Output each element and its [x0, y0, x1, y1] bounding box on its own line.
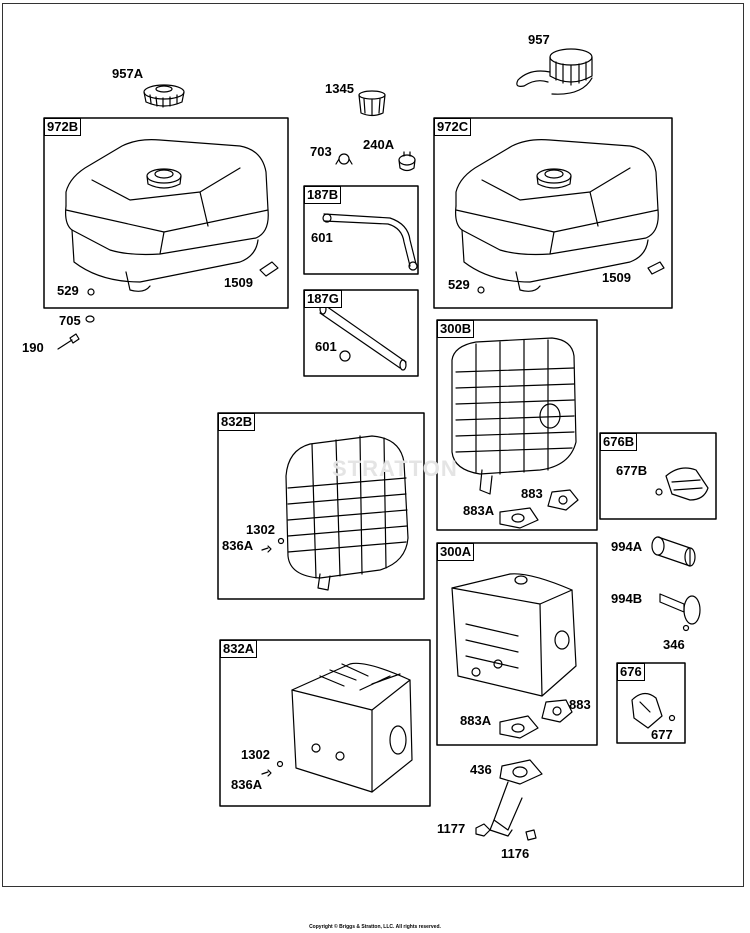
part-label-1345: 1345 [325, 81, 354, 96]
group-label-300B: 300B [437, 320, 475, 338]
nut-1176-drawing [525, 829, 537, 841]
part-label-957: 957 [528, 32, 550, 47]
part-label-1302-832B: 1302 [246, 522, 275, 537]
fuel-cap-957A-drawing [143, 84, 185, 108]
diagram-frame [2, 3, 744, 887]
fuel-line-187G-drawing [319, 303, 407, 371]
part-label-529-972B: 529 [57, 283, 79, 298]
group-frame-676B [599, 432, 717, 520]
group-label-187B: 187B [304, 186, 342, 204]
group-label-300A: 300A [437, 543, 475, 561]
part-label-883A-300B: 883A [463, 503, 495, 518]
group-label-972B: 972B [44, 118, 82, 136]
nut-1177-drawing [475, 823, 491, 837]
gasket-883A-300A-drawing [499, 715, 539, 739]
valve-240A-drawing [398, 151, 416, 172]
part-label-346: 346 [663, 637, 685, 652]
group-frame-300A [436, 542, 598, 746]
part-label-529-972C: 529 [448, 277, 470, 292]
group-label-972C: 972C [434, 118, 472, 136]
group-label-676: 676 [617, 663, 645, 681]
part-label-601-187G: 601 [315, 339, 337, 354]
watermark: STRATTON [332, 456, 458, 481]
part-label-836A-832A: 836A [231, 777, 263, 792]
part-label-1176: 1176 [501, 846, 530, 861]
part-label-1509-972C: 1509 [602, 270, 631, 285]
fuel-tank-972C-drawing [455, 139, 665, 294]
part-label-677B: 677B [616, 463, 648, 478]
part-label-1302-832A: 1302 [241, 747, 270, 762]
part-label-1177: 1177 [437, 821, 466, 836]
fuel-cap-957-drawing [516, 48, 593, 95]
part-label-994B: 994B [611, 591, 643, 606]
group-frame-832A [219, 639, 431, 807]
fuel-filter-1345-drawing [358, 90, 386, 117]
part-label-957A: 957A [112, 66, 144, 81]
part-label-883-300B: 883 [521, 486, 543, 501]
gasket-883-300A-drawing [541, 699, 573, 723]
part-label-883-300A: 883 [569, 697, 591, 712]
part-label-190: 190 [22, 340, 44, 355]
group-frame-187B [303, 185, 419, 275]
copyright-notice: Copyright © Briggs & Stratton, LLC. All … [309, 924, 441, 930]
clamp-703-drawing [335, 153, 353, 165]
part-label-836A-832B: 836A [222, 538, 254, 553]
part-label-994A: 994A [611, 539, 643, 554]
group-label-832A: 832A [220, 640, 258, 658]
bolt-190-drawing [57, 333, 80, 350]
part-label-240A: 240A [363, 137, 395, 152]
part-label-705: 705 [59, 313, 81, 328]
group-frame-676 [616, 662, 686, 744]
group-label-676B: 676B [600, 433, 638, 451]
gasket-883-300B-drawing [547, 489, 579, 511]
group-frames [43, 117, 717, 807]
part-label-703: 703 [310, 144, 332, 159]
part-label-677: 677 [651, 727, 673, 742]
gasket-883A-300B-drawing [499, 507, 539, 529]
part-label-1509-972B: 1509 [224, 275, 253, 290]
screws-832A-drawing [261, 760, 284, 777]
part-label-601-187B: 601 [311, 230, 333, 245]
washer-705-drawing [85, 315, 95, 323]
exhaust-manifold-436-drawing [489, 759, 543, 837]
screws-832B-drawing [261, 537, 285, 553]
spark-arrestor-994A-drawing [651, 536, 696, 567]
group-frame-972C [433, 117, 673, 309]
part-label-883A-300A: 883A [460, 713, 492, 728]
group-frame-187G [303, 289, 419, 377]
group-frame-972B [43, 117, 289, 309]
screen-994B-drawing [659, 593, 701, 632]
muffler-guard-832B-drawing [285, 435, 409, 591]
muffler-300A-drawing [451, 573, 577, 697]
heat-shield-677-drawing [631, 692, 676, 729]
muffler-guard-300B-drawing [451, 337, 577, 495]
muffler-832A-drawing [291, 662, 413, 793]
part-label-436: 436 [470, 762, 492, 777]
fuel-tank-972B-drawing [65, 139, 279, 296]
group-label-187G: 187G [304, 290, 342, 308]
group-label-832B: 832B [218, 413, 256, 431]
fuel-line-187B-drawing [322, 213, 418, 271]
group-frame-832B [217, 412, 425, 600]
group-frame-300B [436, 319, 598, 531]
heat-shield-677B-drawing [655, 467, 709, 501]
